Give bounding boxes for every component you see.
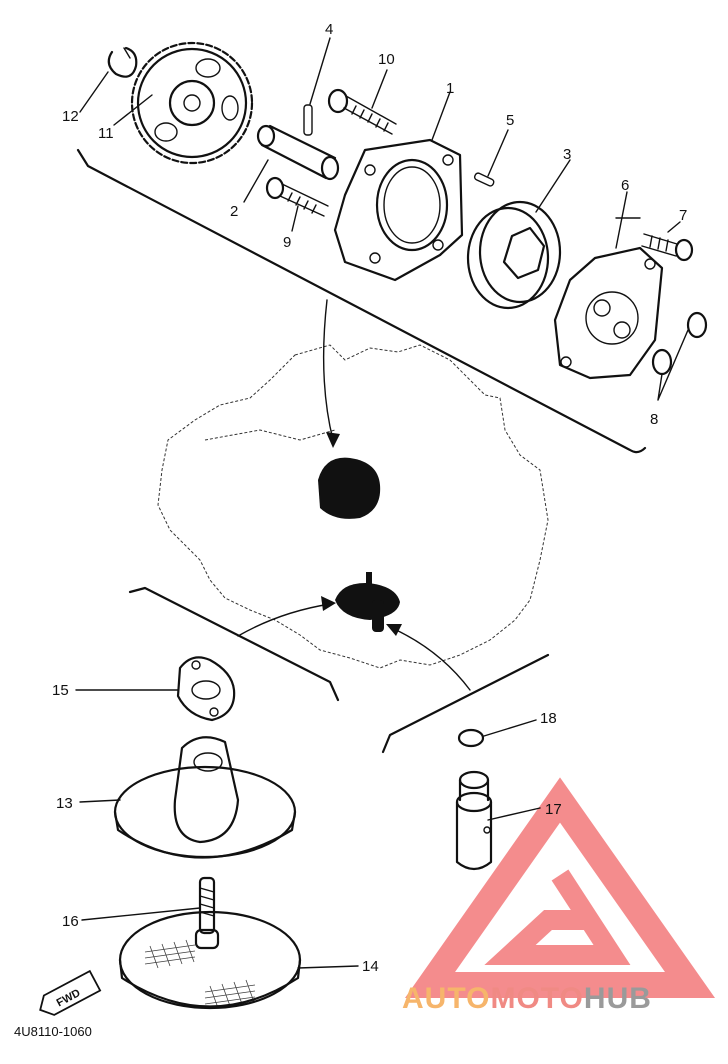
lower-right-frame xyxy=(381,653,550,754)
lower-left-frame xyxy=(128,586,340,702)
part-17-pipe-fitting xyxy=(455,770,493,871)
part-12-circlip xyxy=(107,46,138,78)
strainer-mount-pipe xyxy=(372,600,384,632)
part-4-dowel-pin xyxy=(303,104,313,136)
fwd-arrow-icon: FWD xyxy=(39,969,102,1016)
part-11-gear xyxy=(130,41,254,165)
watermark-auto: AUTO xyxy=(402,982,490,1015)
callout-13: 13 xyxy=(56,795,73,812)
arrowhead-strainer xyxy=(321,596,336,611)
callout-9: 9 xyxy=(283,234,291,251)
part-6-pump-cover xyxy=(553,246,664,380)
engine-outline xyxy=(157,344,549,669)
watermark-hub: HUB xyxy=(584,982,652,1015)
part-13-strainer-housing xyxy=(113,736,297,859)
part-1-pump-housing xyxy=(333,138,464,282)
drawing-code: 4U8110-1060 xyxy=(14,1024,92,1039)
callout-3: 3 xyxy=(563,146,571,163)
leader-lines xyxy=(75,37,689,969)
part-18-o-ring xyxy=(457,728,485,748)
callout-12: 12 xyxy=(62,108,79,125)
part-10-bolt xyxy=(327,88,397,135)
callout-7: 7 xyxy=(679,207,687,224)
callout-4: 4 xyxy=(325,21,333,38)
arrow-pump-to-engine xyxy=(322,299,334,441)
engine-detail-line xyxy=(204,429,336,441)
part-7-screw xyxy=(641,233,694,262)
callout-11: 11 xyxy=(98,125,114,142)
part-8-o-ring-a xyxy=(686,311,708,339)
part-3-rotor xyxy=(466,200,562,310)
watermark-moto: MOTO xyxy=(490,982,583,1015)
arrowhead-pump xyxy=(326,432,340,448)
watermark-logo xyxy=(404,777,716,998)
callout-10: 10 xyxy=(378,51,395,68)
watermark-text: AUTOMOTOHUB xyxy=(402,982,652,1015)
part-14-strainer-screen xyxy=(118,910,302,1010)
callout-17: 17 xyxy=(545,801,562,818)
callout-14: 14 xyxy=(362,958,379,975)
callout-15: 15 xyxy=(52,682,69,699)
callout-2: 2 xyxy=(230,203,238,220)
part-16-bolt xyxy=(194,876,220,950)
callout-8: 8 xyxy=(650,411,658,428)
part-8-o-ring-b xyxy=(651,348,673,376)
arrowhead-pipe xyxy=(386,624,402,636)
callout-18: 18 xyxy=(540,710,557,727)
part-2-shaft xyxy=(256,124,340,181)
upper-assembly-frame xyxy=(76,148,647,454)
callout-5: 5 xyxy=(506,112,514,129)
callout-1: 1 xyxy=(446,80,454,97)
pump-mount-opening xyxy=(318,457,381,519)
callout-numbers: 1 2 3 4 5 6 7 8 9 10 11 12 13 14 15 16 1… xyxy=(52,21,687,975)
callout-6: 6 xyxy=(621,177,629,194)
part-5-pin xyxy=(473,172,495,187)
arrow-pipe-to-engine xyxy=(391,627,471,691)
strainer-mount-opening xyxy=(335,582,400,620)
strainer-mount-stud xyxy=(366,572,372,586)
part-15-gasket xyxy=(176,656,236,722)
arrow-strainer-to-engine xyxy=(237,603,331,637)
part-9-bolt xyxy=(265,176,329,217)
callout-16: 16 xyxy=(62,913,79,930)
